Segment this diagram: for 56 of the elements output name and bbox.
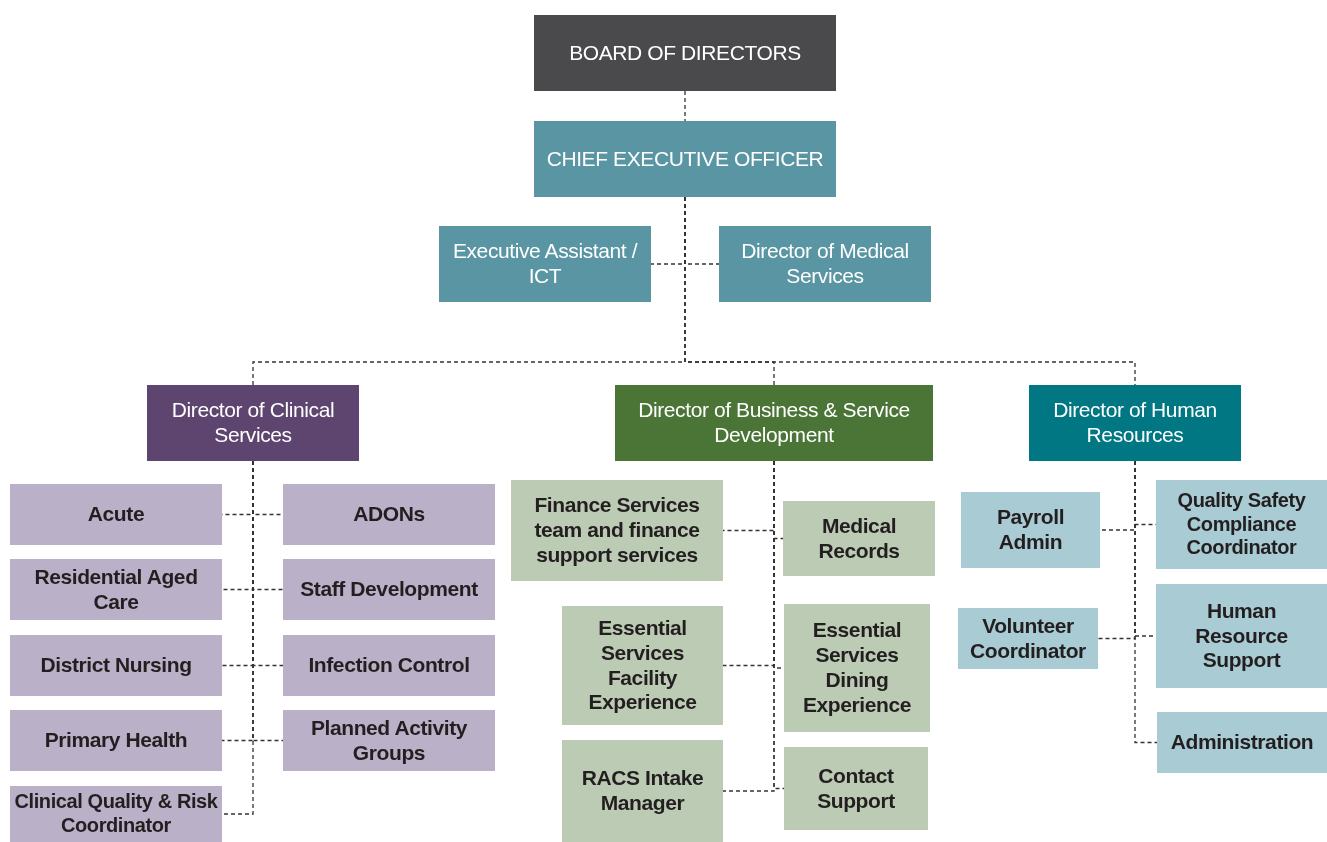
role-title: BOARD OF DIRECTORS — [569, 40, 801, 66]
connector-line — [773, 460, 785, 790]
org-box — [562, 606, 723, 725]
org-box — [283, 484, 495, 545]
role-title: District Nursing — [40, 653, 192, 678]
role-title: Volunteer Coordinator — [969, 613, 1087, 664]
role-title: Medical Records — [817, 513, 901, 564]
role-title: Finance Services team and finance support services — [533, 493, 701, 568]
org-box — [10, 559, 222, 620]
org-box — [1029, 385, 1241, 461]
role-title: ADONs — [353, 502, 425, 527]
role-title: Director of Business & Service Development — [637, 398, 911, 448]
role-title: Contact Support — [816, 763, 896, 814]
org-box — [615, 385, 933, 461]
org-box — [961, 492, 1100, 568]
role-title: Infection Control — [308, 653, 470, 678]
role-title: Human Resource Support — [1194, 598, 1289, 674]
org-box — [511, 480, 723, 581]
org-box — [10, 710, 222, 771]
org-box — [784, 604, 930, 732]
org-box — [534, 121, 836, 197]
role-title: Primary Health — [44, 728, 188, 753]
role-title: Director of Clinical Services — [170, 398, 336, 448]
role-title: Essential Services Dining Experience — [801, 618, 913, 718]
role-title: Executive Assistant / ICT — [451, 239, 639, 289]
org-box — [283, 559, 495, 620]
org-box — [10, 484, 222, 545]
role-title: Clinical Quality & Risk Coordinator — [13, 790, 219, 838]
role-title: Residential Aged Care — [33, 564, 199, 615]
connector-line — [684, 90, 686, 122]
org-box — [1157, 712, 1327, 773]
role-title: Staff Development — [300, 577, 478, 602]
role-title: Director of Medical Services — [740, 239, 910, 289]
org-box — [534, 15, 836, 91]
org-box — [783, 501, 935, 576]
role-title: Payroll Admin — [995, 505, 1066, 555]
org-box — [1156, 480, 1327, 569]
role-title: Quality Safety Compliance Coordinator — [1176, 489, 1307, 560]
org-box — [283, 710, 495, 771]
org-box — [283, 635, 495, 696]
role-title: CHIEF EXECUTIVE OFFICER — [546, 146, 824, 172]
role-title: Director of Human Resources — [1052, 398, 1218, 448]
connector-line — [1134, 460, 1158, 744]
role-title: Acute — [87, 502, 145, 527]
org-box — [958, 608, 1098, 669]
org-box — [784, 747, 928, 830]
role-title: Planned Activity Groups — [309, 715, 469, 766]
org-box — [439, 226, 651, 302]
org-box — [562, 740, 723, 842]
org-box — [10, 635, 222, 696]
org-box — [147, 385, 359, 461]
role-title: Administration — [1170, 730, 1314, 755]
role-title: Essential Services Facility Experience — [587, 615, 698, 716]
org-box — [1156, 584, 1327, 688]
role-title: RACS Intake Manager — [580, 766, 705, 816]
org-box — [719, 226, 931, 302]
